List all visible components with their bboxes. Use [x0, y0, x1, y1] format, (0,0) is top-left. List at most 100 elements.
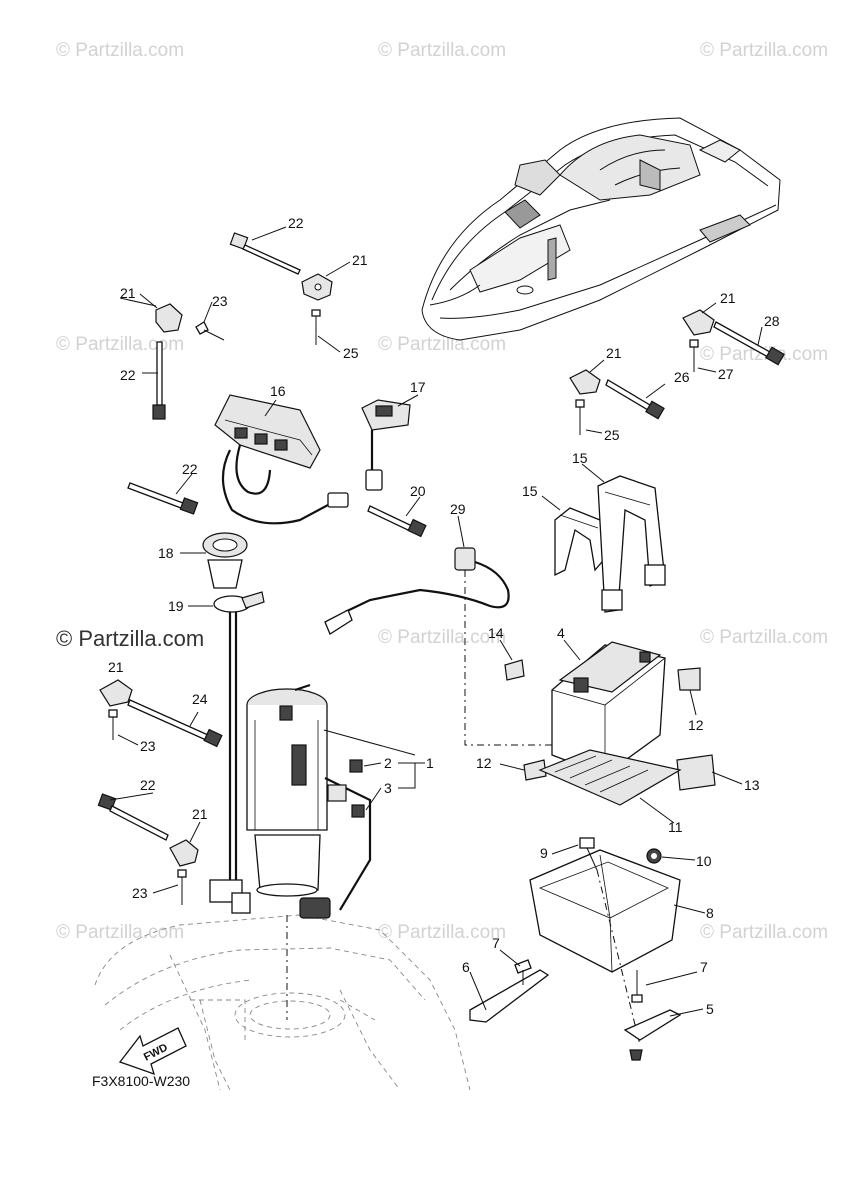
- rivet-7-left: [514, 959, 532, 985]
- callout-7: 7: [492, 935, 500, 951]
- callout-15: 15: [572, 450, 588, 466]
- switch-17: [361, 399, 411, 491]
- cable-tie-28: [713, 321, 785, 366]
- watermark: © Partzilla.com: [378, 40, 506, 61]
- callout-6: 6: [462, 959, 470, 975]
- watermark: © Partzilla.com: [700, 627, 828, 648]
- battery-mat-11: [538, 749, 682, 806]
- callout-8: 8: [706, 905, 714, 921]
- connector-2: [349, 759, 363, 773]
- watermark: © Partzilla.com: [378, 334, 506, 355]
- fwd-arrow-icon: FWD: [118, 1027, 187, 1076]
- connector-3: [327, 784, 365, 818]
- strap-15-left: [554, 507, 609, 577]
- callout-2: 2: [384, 755, 392, 771]
- clamp-21-lower-left: [99, 679, 133, 707]
- callout-17: 17: [410, 379, 426, 395]
- callout-18: 18: [158, 545, 174, 561]
- grommet-18: [202, 532, 248, 589]
- leader-lines: [109, 226, 763, 1017]
- battery-box-8: [529, 849, 681, 973]
- callout-22: 22: [288, 215, 304, 231]
- watermark: © Partzilla.com: [378, 922, 506, 943]
- cable-tie-24: [127, 699, 223, 748]
- rivet-7-right: [629, 970, 643, 1061]
- callout-25: 25: [343, 345, 359, 361]
- callout-22: 22: [140, 777, 156, 793]
- callout-20: 20: [410, 483, 426, 499]
- fuel-pump-1: [209, 612, 372, 1020]
- callout-11: 11: [668, 819, 683, 835]
- callout-22: 22: [120, 367, 136, 383]
- clamp-21-right-mid: [569, 369, 601, 395]
- callout-16: 16: [270, 383, 286, 399]
- watermark: © Partzilla.com: [378, 627, 506, 648]
- bolt-9: [579, 837, 641, 1046]
- bracket-5: [623, 1009, 682, 1041]
- watermark-prominent: © Partzilla.com: [56, 626, 204, 651]
- battery-pad-12-right: [677, 667, 701, 691]
- callout-1: 1: [426, 755, 434, 771]
- callout-27: 27: [718, 366, 734, 382]
- watermark: © Partzilla.com: [56, 40, 184, 61]
- callout-23: 23: [212, 293, 228, 309]
- cable-tie-22-left: [152, 341, 166, 420]
- callout-21: 21: [606, 345, 622, 361]
- clamp-21-lower: [169, 839, 199, 867]
- callout-21: 21: [120, 285, 136, 301]
- sender-29: [324, 547, 560, 746]
- screw-23-lower-left: [108, 709, 118, 740]
- screw-27: [689, 339, 699, 372]
- callout-21: 21: [352, 252, 368, 268]
- diagram-code: F3X8100-W230: [92, 1073, 190, 1089]
- cable-tie-22-top: [229, 232, 301, 275]
- callout-14: 14: [488, 625, 504, 641]
- nut-10: [646, 848, 662, 864]
- battery-pad-12-left: [523, 759, 547, 781]
- callout-28: 28: [764, 313, 780, 329]
- watermark: © Partzilla.com: [56, 922, 184, 943]
- callout-12: 12: [476, 755, 492, 771]
- callout-22: 22: [182, 461, 198, 477]
- callout-19: 19: [168, 598, 184, 614]
- callout-12: 12: [688, 717, 704, 733]
- bracket-6: [469, 969, 550, 1023]
- watermark: © Partzilla.com: [56, 334, 184, 355]
- clamp-21-left: [155, 303, 183, 333]
- callout-29: 29: [450, 501, 466, 517]
- screw-25-right: [575, 399, 585, 435]
- cable-tie-22-mid: [127, 482, 199, 515]
- hull-floor-outline: [94, 914, 471, 1091]
- callout-9: 9: [540, 845, 548, 861]
- callout-7: 7: [700, 959, 708, 975]
- battery-pad-14: [504, 659, 525, 681]
- callout-21: 21: [720, 290, 736, 306]
- watercraft-illustration: [421, 117, 781, 341]
- screw-23-left: [195, 321, 225, 341]
- callout-15: 15: [522, 483, 538, 499]
- screw-25-top: [311, 309, 321, 345]
- callout-13: 13: [744, 777, 760, 793]
- callout-23: 23: [140, 738, 156, 754]
- clamp-21-top: [301, 273, 333, 301]
- cable-tie-26: [605, 379, 665, 420]
- callout-4: 4: [557, 625, 565, 641]
- hose-clamp-19: [213, 591, 265, 613]
- callout-10: 10: [696, 853, 712, 869]
- callout-3: 3: [384, 780, 392, 796]
- strap-15-right: [597, 475, 666, 613]
- screw-23-lower: [177, 869, 187, 905]
- switch-panel-16: [214, 394, 349, 525]
- watermark: © Partzilla.com: [700, 922, 828, 943]
- callout-5: 5: [706, 1001, 714, 1017]
- battery-4: [551, 641, 666, 776]
- callouts: 22 21 25 21 23 22 16 17 22 20 29 18 19 1…: [108, 215, 780, 1017]
- callout-26: 26: [674, 369, 690, 385]
- callout-23: 23: [132, 885, 148, 901]
- callout-24: 24: [192, 691, 208, 707]
- watermarks: © Partzilla.com © Partzilla.com © Partzi…: [56, 40, 828, 943]
- callout-25: 25: [604, 427, 620, 443]
- cable-tie-20: [367, 505, 427, 538]
- watermark: © Partzilla.com: [700, 40, 828, 61]
